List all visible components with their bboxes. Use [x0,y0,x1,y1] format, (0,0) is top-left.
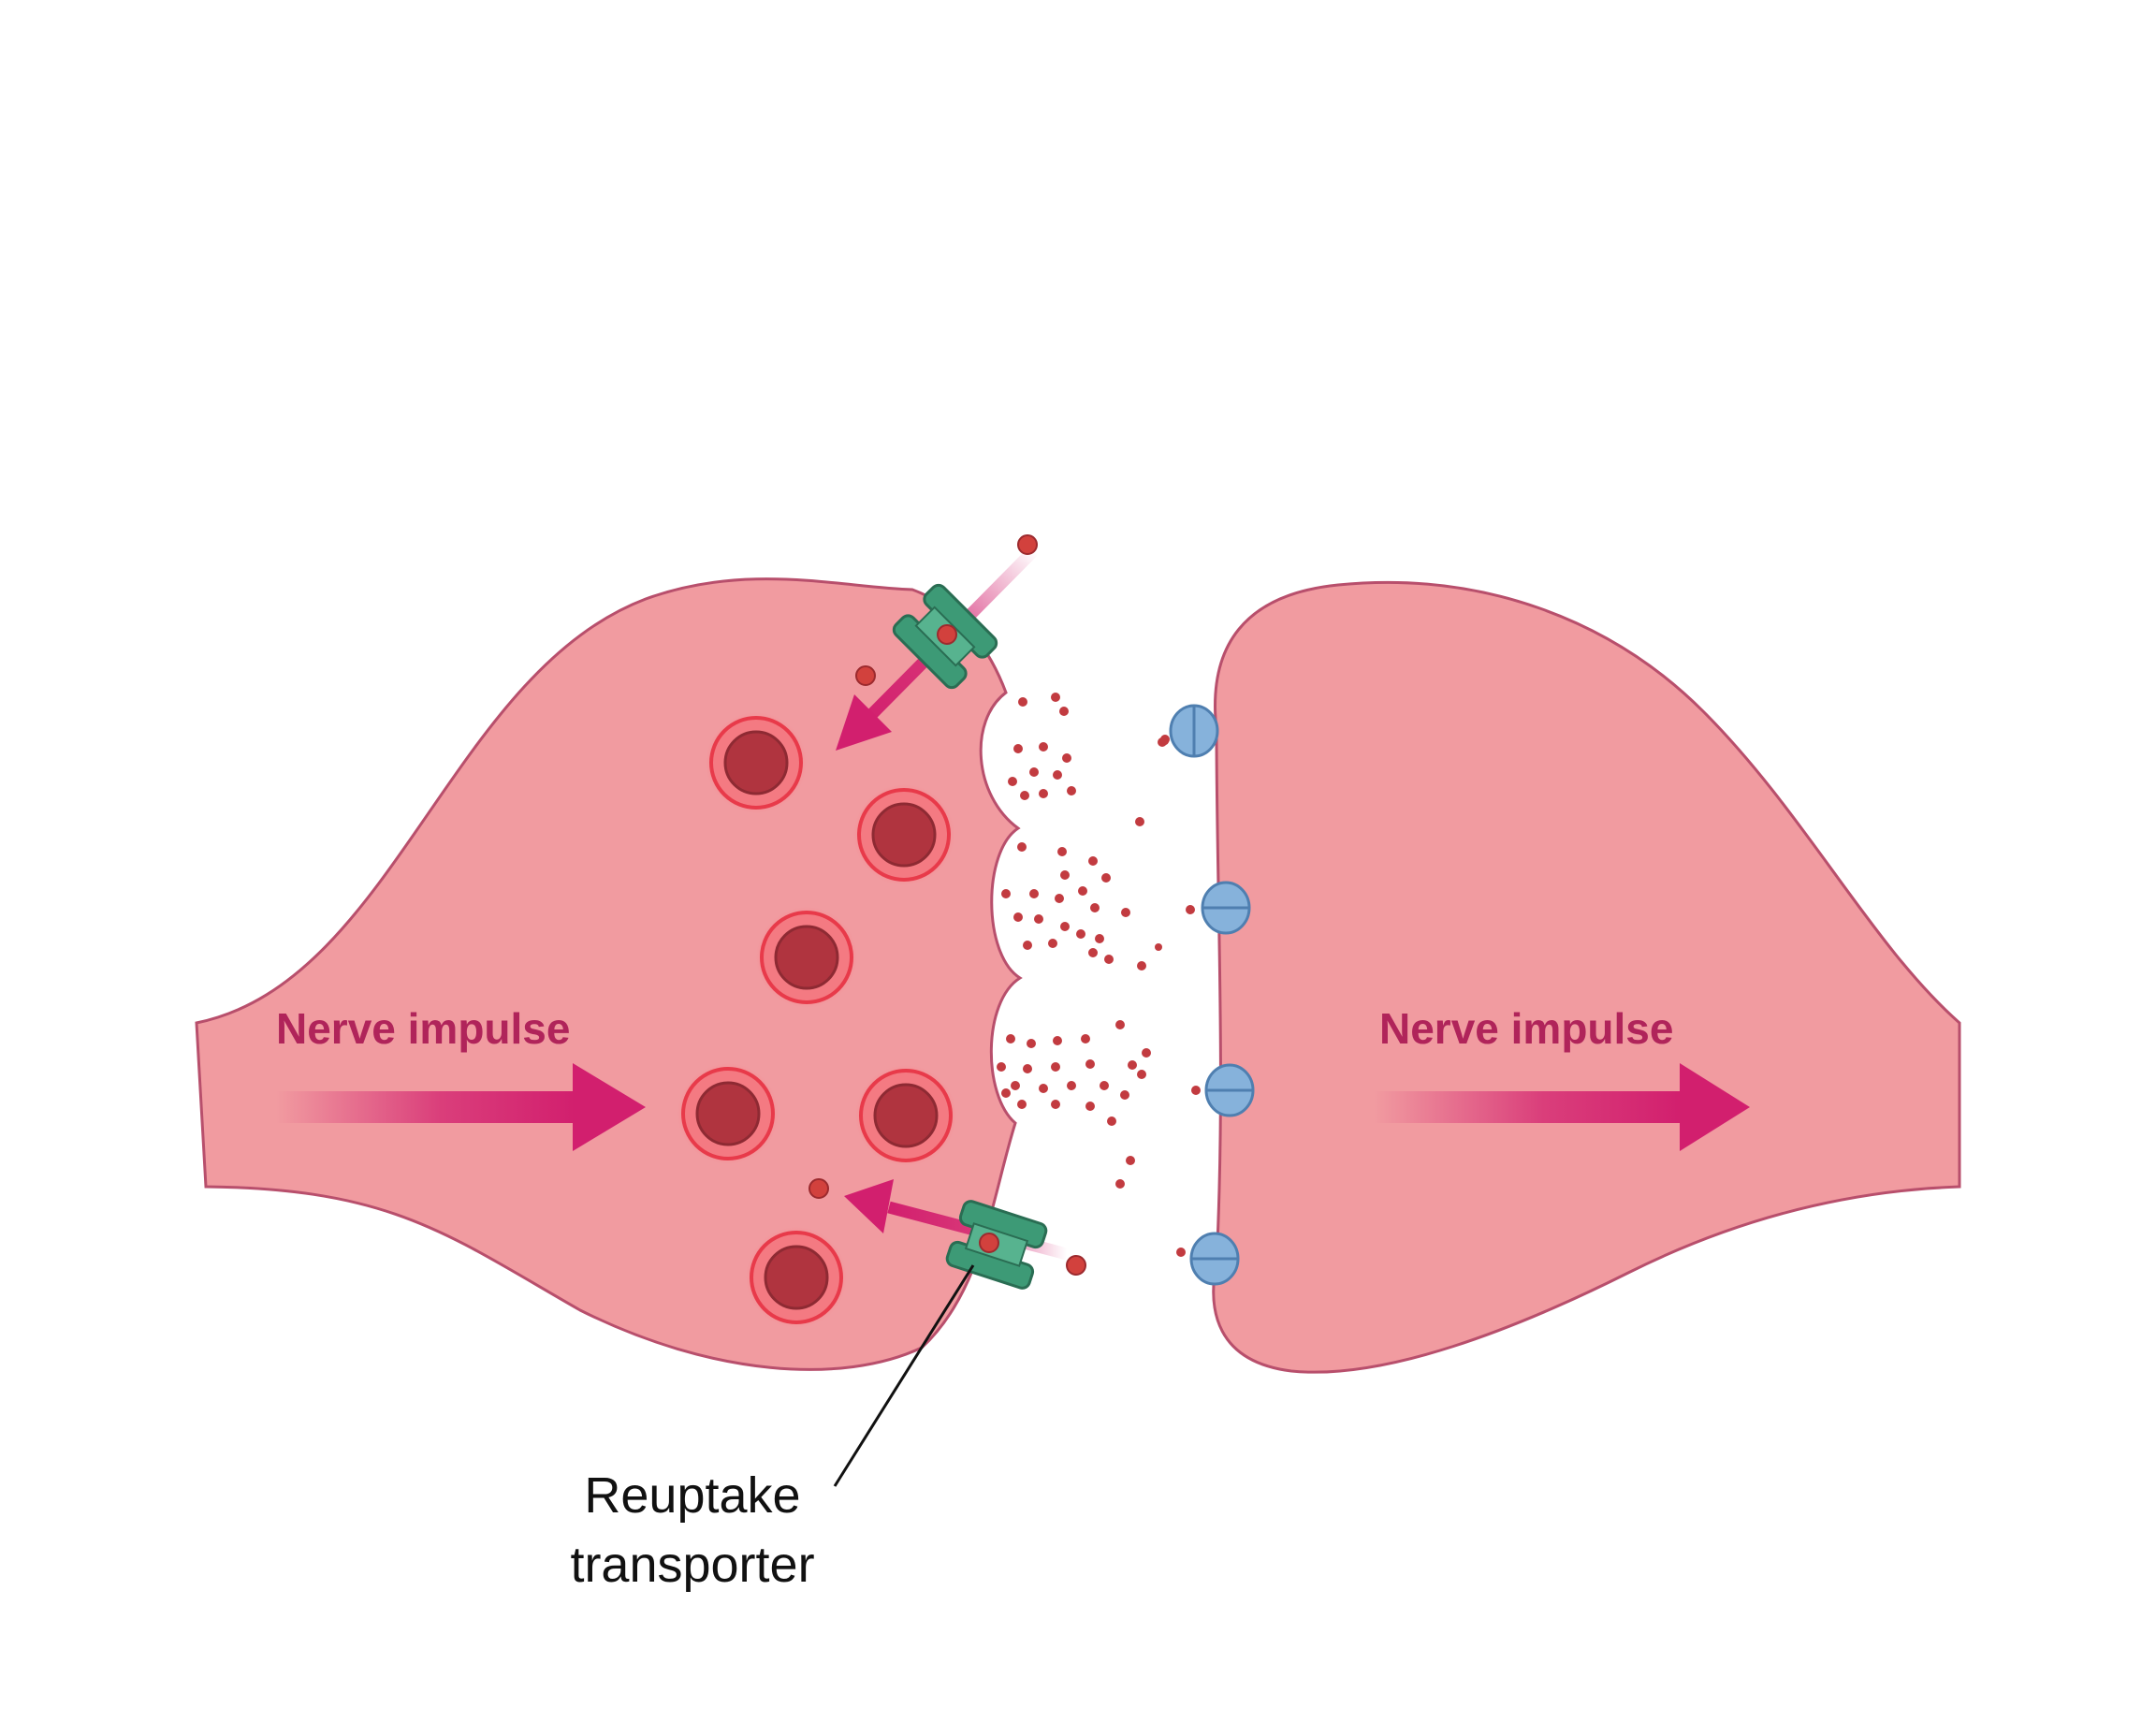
synaptic-vesicle-icon [706,712,807,813]
presynaptic-impulse-label: Nerve impulse [276,1004,570,1053]
presynaptic-neuron [195,577,1023,1371]
postsynaptic-neuron [1212,580,1961,1374]
synaptic-vesicle-icon [855,1065,956,1166]
neurotransmitter-cloud [997,693,1169,1189]
bound-neurotransmitters [1160,735,1201,1257]
callout-label-transporter: transporter [570,1537,814,1593]
callout-label-reuptake: Reuptake [584,1467,800,1524]
reuptake-transporter-icon [892,583,998,690]
receptor-icon [1169,704,1219,758]
postsynaptic-impulse-arrow [1374,1063,1750,1151]
synaptic-vesicle-icon [746,1227,847,1328]
synaptic-vesicles [677,712,956,1328]
callout-line [833,1264,975,1487]
synaptic-vesicle-icon [677,1063,779,1164]
reuptake-neurotransmitters [808,534,1086,1276]
synaptic-vesicle-icon [756,907,857,1008]
receptor-icon [1204,1063,1255,1117]
postsynaptic-impulse-label: Nerve impulse [1379,1004,1673,1053]
synaptic-vesicle-icon [853,784,954,885]
receptor-icon [1189,1232,1240,1286]
presynaptic-impulse-arrow [276,1063,646,1151]
receptor-icon [1201,881,1251,935]
